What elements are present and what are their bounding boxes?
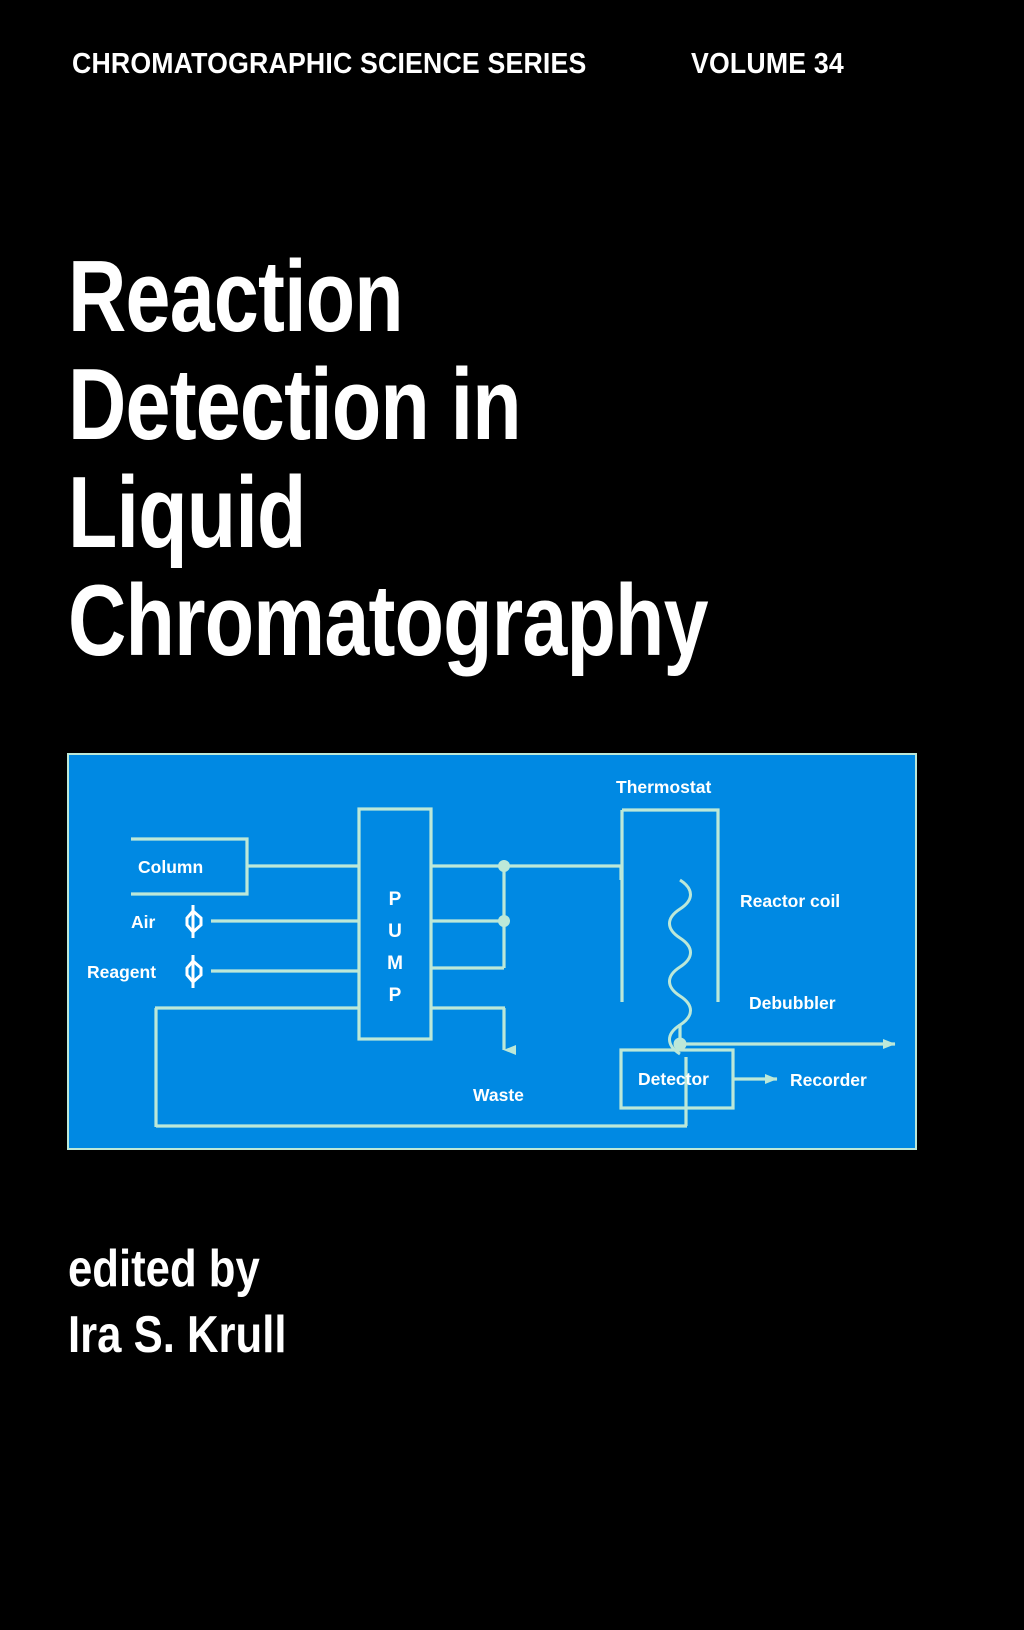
book-title: Reaction Detection in Liquid Chromatogra…: [68, 243, 868, 675]
valve-symbols: [185, 905, 203, 988]
pump-letter-4: P: [389, 985, 402, 1006]
title-line-4: Chromatography: [68, 565, 709, 677]
series-header: CHROMATOGRAPHIC SCIENCE SERIES VOLUME 34: [72, 48, 952, 81]
pump-box: [357, 807, 433, 1041]
title-line-2: Detection in: [68, 349, 522, 461]
pump-letter-3: M: [387, 953, 403, 974]
thermostat-box: [620, 808, 720, 1002]
pump-letter-1: P: [389, 889, 402, 910]
editor-name: Ira S. Krull: [68, 1306, 287, 1364]
label-reagent: Reagent: [87, 962, 156, 982]
air-valve-icon: [185, 905, 203, 938]
title-line-1: Reaction: [68, 241, 404, 353]
label-debubbler: Debubbler: [749, 993, 836, 1013]
label-air: Air: [131, 912, 156, 932]
label-detector: Detector: [638, 1069, 709, 1089]
junction-dot-debubbler: [673, 1037, 687, 1051]
editor-block: edited by Ira S. Krull: [68, 1236, 328, 1368]
label-waste: Waste: [473, 1085, 524, 1105]
label-recorder: Recorder: [790, 1070, 867, 1090]
reagent-valve-icon: [185, 955, 203, 988]
series-name: CHROMATOGRAPHIC SCIENCE SERIES: [72, 48, 587, 80]
series-volume: VOLUME 34: [691, 48, 845, 80]
flow-diagram: Column Air Reagent Thermostat Reactor co…: [87, 777, 896, 1128]
edited-by-label: edited by: [68, 1240, 260, 1298]
junction-dot-mid: [498, 915, 510, 927]
pump-letter-2: U: [388, 921, 402, 942]
junction-dots: [498, 860, 687, 1051]
label-thermostat: Thermostat: [616, 777, 711, 797]
title-line-3: Liquid: [68, 457, 306, 569]
label-column: Column: [138, 857, 203, 877]
junction-dot-top: [498, 860, 510, 872]
cover-diagram-panel: Column Air Reagent Thermostat Reactor co…: [67, 753, 917, 1150]
diagram-labels: Column Air Reagent Thermostat Reactor co…: [87, 777, 867, 1105]
label-pump: P U M P: [387, 889, 403, 1006]
label-reactor-coil: Reactor coil: [740, 891, 840, 911]
